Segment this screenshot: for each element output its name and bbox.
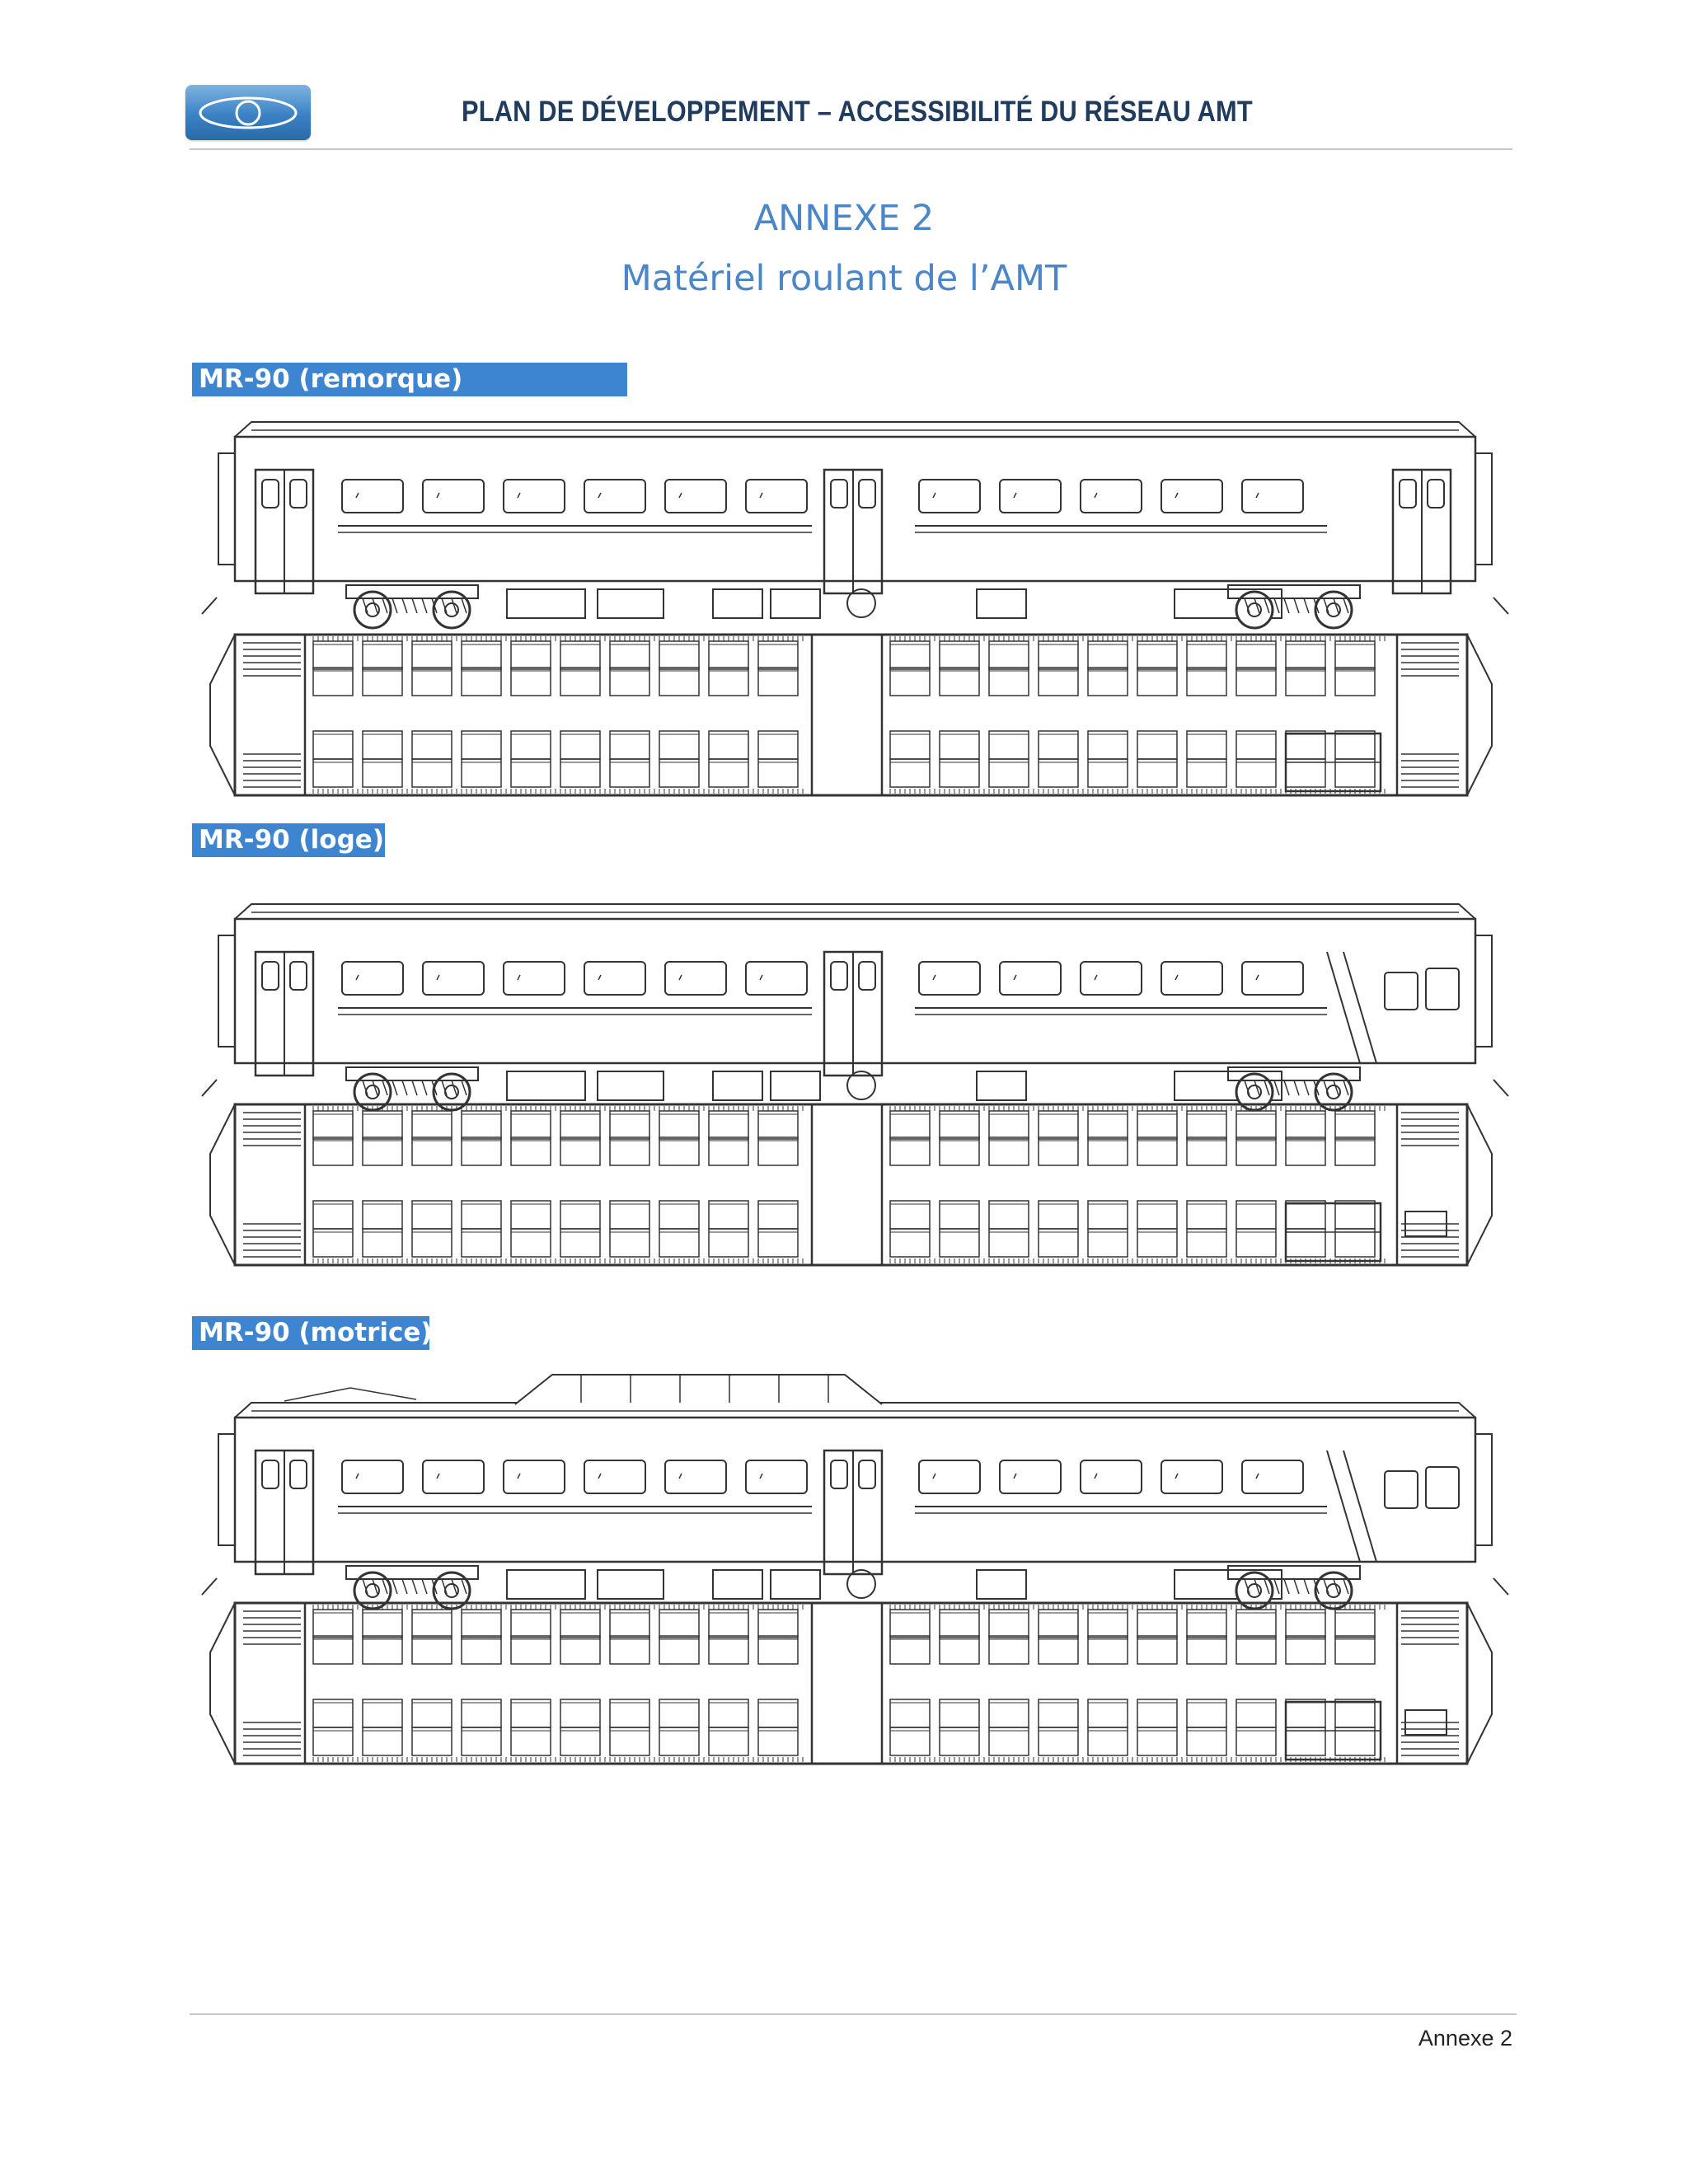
side-view-remorque bbox=[201, 421, 1509, 630]
annex-subtitle: Matériel roulant de l’AMT bbox=[621, 258, 1067, 299]
section-label-remorque: MR-90 (remorque) bbox=[192, 363, 627, 396]
floor-plan-remorque bbox=[209, 633, 1493, 797]
section-label-motrice: MR-90 (motrice) bbox=[192, 1316, 433, 1350]
side-view-loge bbox=[201, 903, 1509, 1112]
amt-logo bbox=[185, 85, 311, 140]
floor-plan-loge bbox=[209, 1103, 1493, 1267]
side-view-motrice bbox=[201, 1374, 1509, 1610]
section-label-loge: MR-90 (loge) bbox=[192, 823, 385, 857]
amt-logo-mark bbox=[199, 96, 298, 129]
header-title: PLAN DE DÉVELOPPEMENT – ACCESSIBILITÉ DU… bbox=[462, 96, 1253, 128]
header-divider bbox=[190, 148, 1512, 150]
annex-number: ANNEXE 2 bbox=[753, 198, 935, 239]
footer-divider bbox=[190, 2013, 1517, 2015]
floor-plan-motrice bbox=[209, 1601, 1493, 1765]
footer-page-label: Annexe 2 bbox=[1418, 2026, 1512, 2050]
